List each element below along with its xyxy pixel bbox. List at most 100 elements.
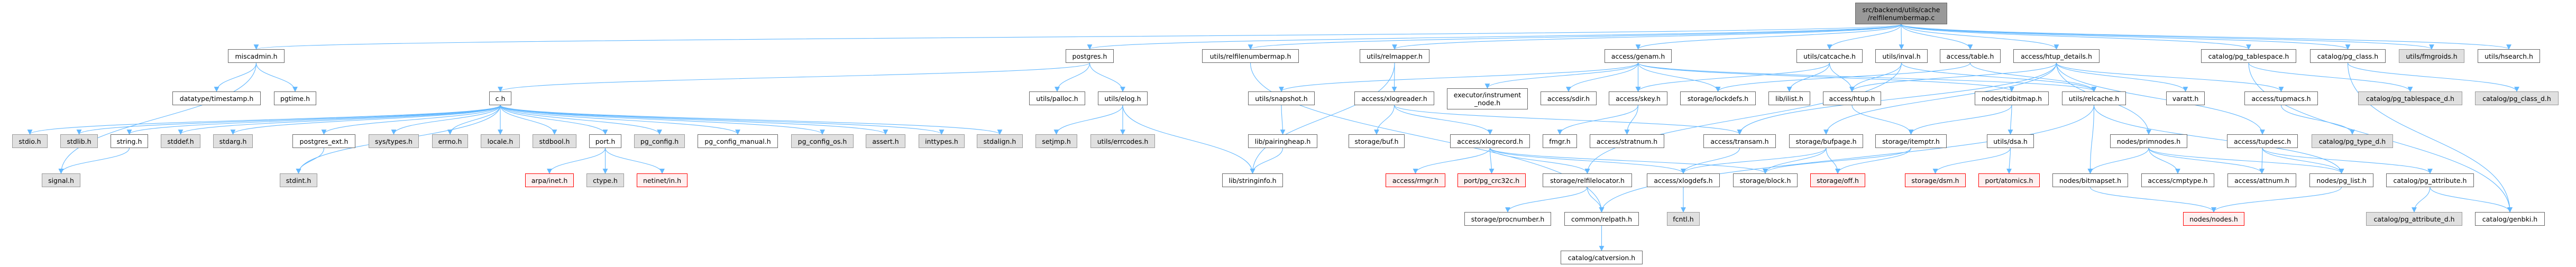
node-pg-class-d[interactable]: catalog/pg_class_d.h (2475, 91, 2559, 105)
node-ilist[interactable]: lib/ilist.h (1768, 91, 1810, 105)
node-stdint[interactable]: stdint.h (280, 173, 317, 187)
node-stddef[interactable]: stddef.h (161, 134, 200, 148)
node-relpath[interactable]: common/relpath.h (1564, 212, 1639, 226)
node-locale[interactable]: locale.h (481, 134, 520, 148)
node-pg-config-os[interactable]: pg_config_os.h (791, 134, 854, 148)
node-relfilelocator[interactable]: storage/relfilelocator.h (1543, 173, 1632, 187)
node-tupmacs[interactable]: access/tupmacs.h (2244, 91, 2318, 105)
edge-root-to-catcache (1827, 24, 1902, 50)
node-stringinfo[interactable]: lib/stringinfo.h (1222, 173, 1283, 187)
node-stdio[interactable]: stdio.h (12, 134, 48, 148)
node-setjmp[interactable]: setjmp.h (1035, 134, 1077, 148)
node-stdbool[interactable]: stdbool.h (533, 134, 576, 148)
node-transam[interactable]: access/transam.h (1703, 134, 1776, 148)
edge-htup_details-to-bufpage (1823, 62, 2057, 135)
node-tidbitmap[interactable]: nodes/tidbitmap.h (1975, 91, 2049, 105)
node-procnumber[interactable]: storage/procnumber.h (1464, 212, 1551, 226)
node-fmgroids[interactable]: utils/fmgroids.h (2399, 49, 2464, 63)
node-pg-tablespace[interactable]: catalog/pg_tablespace.h (2201, 49, 2296, 63)
node-errno[interactable]: errno.h (432, 134, 468, 148)
edge-miscadmin-to-pgtime (255, 62, 298, 92)
node-stdlib[interactable]: stdlib.h (60, 134, 98, 148)
node-string[interactable]: string.h (111, 134, 148, 148)
node-snapshot[interactable]: utils/snapshot.h (1248, 91, 1315, 105)
node-timestamp[interactable]: datatype/timestamp.h (172, 91, 261, 105)
node-stratnum[interactable]: access/stratnum.h (1590, 134, 1664, 148)
node-lockdefs[interactable]: storage/lockdefs.h (1680, 91, 1756, 105)
node-pg-tablespace-d[interactable]: catalog/pg_tablespace_d.h (2358, 91, 2462, 105)
node-relfilenumbermap[interactable]: utils/relfilenumbermap.h (1202, 49, 1299, 63)
edge-xlogreader-to-xlogrecord (1394, 105, 1493, 135)
node-xlogreader[interactable]: access/xlogreader.h (1354, 91, 1434, 105)
node-pairingheap[interactable]: lib/pairingheap.h (1248, 134, 1317, 148)
node-ch[interactable]: c.h (489, 91, 511, 105)
node-stdalign[interactable]: stdalign.h (977, 134, 1023, 148)
node-genam[interactable]: access/genam.h (1605, 49, 1672, 63)
node-ctype[interactable]: ctype.h (586, 173, 624, 187)
node-htup[interactable]: access/htup.h (1823, 91, 1881, 105)
node-atomics[interactable]: port/atomics.h (1978, 173, 2040, 187)
node-dsa[interactable]: utils/dsa.h (1987, 134, 2034, 148)
node-genbki[interactable]: catalog/genbki.h (2475, 212, 2545, 226)
node-xlogdefs[interactable]: access/xlogdefs.h (1647, 173, 1720, 187)
node-inval[interactable]: utils/inval.h (1875, 49, 1928, 63)
edge-htup_details-to-tupmacs (2056, 62, 2284, 92)
node-crc32c[interactable]: port/pg_crc32c.h (1457, 173, 1526, 187)
node-primnodes[interactable]: nodes/primnodes.h (2110, 134, 2187, 148)
node-pgtime[interactable]: pgtime.h (274, 91, 316, 105)
node-dsm[interactable]: storage/dsm.h (1905, 173, 1966, 187)
node-tupdesc[interactable]: access/tupdesc.h (2227, 134, 2298, 148)
node-nodes[interactable]: nodes/nodes.h (2183, 212, 2244, 226)
node-pg-type-d[interactable]: catalog/pg_type_d.h (2312, 134, 2393, 148)
node-pg-attribute[interactable]: catalog/pg_attribute.h (2386, 173, 2474, 187)
node-signal[interactable]: signal.h (42, 173, 80, 187)
node-bufpage[interactable]: storage/bufpage.h (1789, 134, 1863, 148)
node-errcodes[interactable]: utils/errcodes.h (1090, 134, 1155, 148)
node-catcache[interactable]: utils/catcache.h (1796, 49, 1863, 63)
node-sdir[interactable]: access/sdir.h (1541, 91, 1597, 105)
node-hsearch[interactable]: utils/hsearch.h (2478, 49, 2540, 63)
node-pg-config-manual[interactable]: pg_config_manual.h (698, 134, 778, 148)
node-cmptype[interactable]: access/cmptype.h (2141, 173, 2214, 187)
edge-ch-to-stdlib (76, 105, 501, 135)
node-catversion[interactable]: catalog/catversion.h (1561, 251, 1643, 264)
node-palloc[interactable]: utils/palloc.h (1029, 91, 1085, 105)
node-arpa[interactable]: arpa/inet.h (525, 173, 574, 187)
node-fmgr[interactable]: fmgr.h (1543, 134, 1577, 148)
node-pg-list[interactable]: nodes/pg_list.h (2309, 173, 2373, 187)
node-postgres-ext[interactable]: postgres_ext.h (292, 134, 355, 148)
edge-xlogrecord-to-relfilelocator (1489, 148, 1590, 174)
node-elog[interactable]: utils/elog.h (1098, 91, 1148, 105)
node-netinet[interactable]: netinet/in.h (637, 173, 687, 187)
node-fcntl[interactable]: fcntl.h (1667, 212, 1700, 226)
node-assert[interactable]: assert.h (866, 134, 905, 148)
node-root[interactable]: src/backend/utils/cache /relfilenumberma… (1855, 3, 1947, 24)
node-rmgr[interactable]: access/rmgr.h (1386, 173, 1445, 187)
node-block[interactable]: storage/block.h (1733, 173, 1798, 187)
node-inttypes[interactable]: inttypes.h (919, 134, 965, 148)
node-relmapper[interactable]: utils/relmapper.h (1360, 49, 1429, 63)
node-skey[interactable]: access/skey.h (1609, 91, 1667, 105)
edge-htup-to-itemptr (1851, 105, 1914, 135)
node-buf[interactable]: storage/buf.h (1349, 134, 1405, 148)
node-relcache[interactable]: utils/relcache.h (2062, 91, 2126, 105)
node-table[interactable]: access/table.h (1940, 49, 2001, 63)
node-xlogrecord[interactable]: access/xlogrecord.h (1450, 134, 1530, 148)
node-systypes[interactable]: sys/types.h (369, 134, 419, 148)
node-stdarg[interactable]: stdarg.h (213, 134, 253, 148)
node-pg-config[interactable]: pg_config.h (634, 134, 685, 148)
node-attnum[interactable]: access/attnum.h (2227, 173, 2296, 187)
node-itemptr[interactable]: storage/itemptr.h (1875, 134, 1947, 148)
edge-root-to-fmgroids (1901, 24, 2434, 50)
node-instrument[interactable]: executor/instrument _node.h (1447, 88, 1528, 109)
node-off[interactable]: storage/off.h (1810, 173, 1865, 187)
node-pg-class[interactable]: catalog/pg_class.h (2310, 49, 2386, 63)
edge-genam-to-tidbitmap (1637, 62, 2014, 92)
node-miscadmin[interactable]: miscadmin.h (228, 49, 285, 63)
node-varatt[interactable]: varatt.h (2166, 91, 2205, 105)
node-port[interactable]: port.h (589, 134, 621, 148)
node-pg-attribute-d[interactable]: catalog/pg_attribute_d.h (2366, 212, 2462, 226)
node-htup-details[interactable]: access/htup_details.h (2013, 49, 2100, 63)
node-bitmapset[interactable]: nodes/bitmapset.h (2052, 173, 2128, 187)
node-postgres[interactable]: postgres.h (1066, 49, 1114, 63)
